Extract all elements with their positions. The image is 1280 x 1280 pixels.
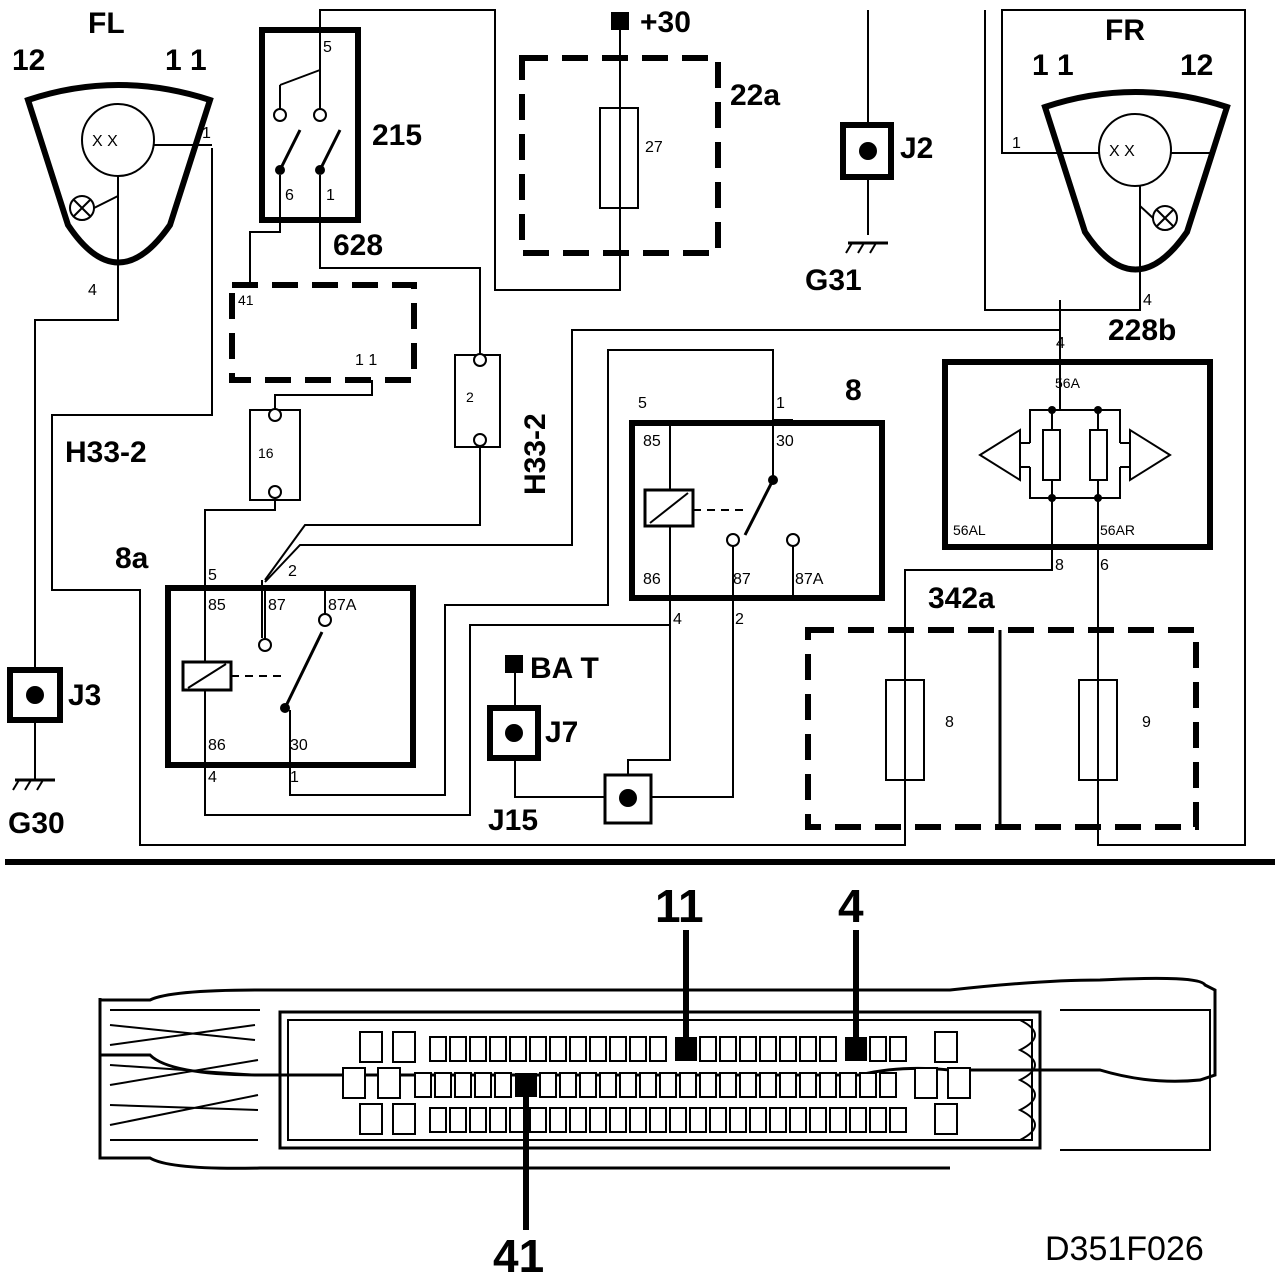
module-56al: 56AL	[953, 522, 986, 538]
fusebox-label-342a: 342a	[928, 582, 995, 615]
fusebox-22a: +30 22a 27	[519, 6, 780, 256]
connector-hatching	[109, 1009, 260, 1141]
h33-right-label: H33-2	[519, 413, 552, 495]
module-56a: 56A	[1055, 375, 1081, 391]
ground-j3: J3 G30	[7, 667, 101, 840]
switch-label-215: 215	[372, 119, 422, 152]
svg-text:X X: X X	[1109, 143, 1135, 160]
relay-8-label: 8	[845, 374, 862, 407]
j2-label: J2	[900, 132, 933, 165]
relay-8a-t85: 85	[208, 597, 226, 614]
conn-2-label: 2	[466, 389, 474, 405]
battery-j7-j15: BA T J7 J15	[487, 652, 653, 837]
relay-8a-t86: 86	[208, 737, 226, 754]
relay-8a-pin1: 1	[290, 769, 299, 786]
relay-8-pin1: 1	[776, 395, 785, 412]
wires	[34, 9, 1246, 846]
fuse-27: 27	[645, 139, 663, 156]
svg-text:X X: X X	[92, 133, 118, 150]
fl-pin-1: 1	[202, 125, 211, 142]
relay-8-t85: 85	[643, 433, 661, 450]
pin-row-top	[359, 1031, 958, 1063]
dashed-pin-41: 41	[238, 292, 254, 308]
relay-8-t87a: 87A	[795, 571, 824, 588]
switch-label-628: 628	[333, 229, 383, 262]
relay-8a-t87: 87	[268, 597, 286, 614]
switch-pin-5: 5	[323, 39, 332, 56]
module-pin6: 6	[1100, 557, 1109, 574]
relay-8-t87: 87	[733, 571, 751, 588]
fr-pin-11: 1 1	[1032, 49, 1074, 82]
ecu-pin-11: 11	[655, 880, 704, 932]
fuse-9: 9	[1142, 714, 1151, 731]
fr-pin-12: 12	[1180, 49, 1213, 82]
relay-8-pin4: 4	[673, 611, 682, 628]
relay-8a-pin2: 2	[288, 563, 297, 580]
j7-label: J7	[545, 716, 578, 749]
fl-pin-4: 4	[88, 282, 97, 299]
module-pin4: 4	[1056, 335, 1065, 352]
fr-lamp: X X FR 1 1 12 1 4 228b	[1012, 14, 1231, 347]
fr-pin-1: 1	[1012, 135, 1021, 152]
pin-row-bottom	[359, 1103, 958, 1135]
fl-label: FL	[88, 7, 125, 40]
fr-label: FR	[1105, 14, 1145, 47]
fusebox-342a: 342a 8 9	[805, 582, 1199, 830]
fl-lamp: X X FL 12 1 1 1 4	[12, 7, 214, 299]
supply-plus30: +30	[640, 6, 691, 39]
ecu-connector: 11 4 41	[98, 880, 1217, 1280]
switch-215: 5 6 1 215 628	[259, 27, 422, 262]
g30-label: G30	[8, 807, 65, 840]
relay-8: 8 5 1 85 30 86 87 87A 4 2	[629, 374, 885, 628]
dashed-pin-11: 1 1	[355, 352, 377, 369]
module-pin8: 8	[1055, 557, 1064, 574]
relay-8-t86: 86	[643, 571, 661, 588]
connector-16: 16	[249, 408, 301, 501]
relay-8a-pin4: 4	[208, 769, 217, 786]
switch-pin-1: 1	[326, 187, 335, 204]
connector-ribs	[1017, 1019, 1036, 1141]
module-56ar: 56AR	[1100, 522, 1135, 538]
relay-8-pin5: 5	[638, 395, 647, 412]
j3-label: J3	[68, 679, 101, 712]
fl-pin-11: 1 1	[165, 44, 207, 77]
fuse-8: 8	[945, 714, 954, 731]
pin-row-middle	[342, 1067, 971, 1099]
relay-8-pin2: 2	[735, 611, 744, 628]
fusebox-label-22a: 22a	[730, 79, 780, 112]
connector-2: 2	[454, 353, 501, 448]
fr-ref-228b: 228b	[1108, 314, 1176, 347]
switch-pin-6: 6	[285, 187, 294, 204]
j15-label: J15	[488, 804, 538, 837]
fr-pin-4: 4	[1143, 292, 1152, 309]
h33-left-label: H33-2	[65, 436, 147, 469]
relay-8a-t87a: 87A	[328, 597, 357, 614]
ecu-pin-4: 4	[838, 880, 864, 932]
g31-label: G31	[805, 264, 862, 297]
module-56a: 4 56A 56AL 56AR 8 6	[942, 335, 1213, 574]
dashed-connector: 41 1 1	[229, 282, 417, 383]
diagram-reference: D351F026	[1045, 1230, 1204, 1268]
relay-8a-t30: 30	[290, 737, 308, 754]
relay-8a: 8a 5 2 85 87 87A 86 30 4 1	[115, 542, 416, 786]
ground-j2: J2 G31	[805, 122, 933, 297]
conn-16-label: 16	[258, 445, 274, 461]
ecu-pin-41: 41	[493, 1230, 544, 1280]
relay-8a-label: 8a	[115, 542, 149, 575]
relay-8-t30: 30	[776, 433, 794, 450]
bat-label: BA T	[530, 652, 599, 685]
fl-pin-12: 12	[12, 44, 45, 77]
relay-8a-pin5: 5	[208, 567, 217, 584]
